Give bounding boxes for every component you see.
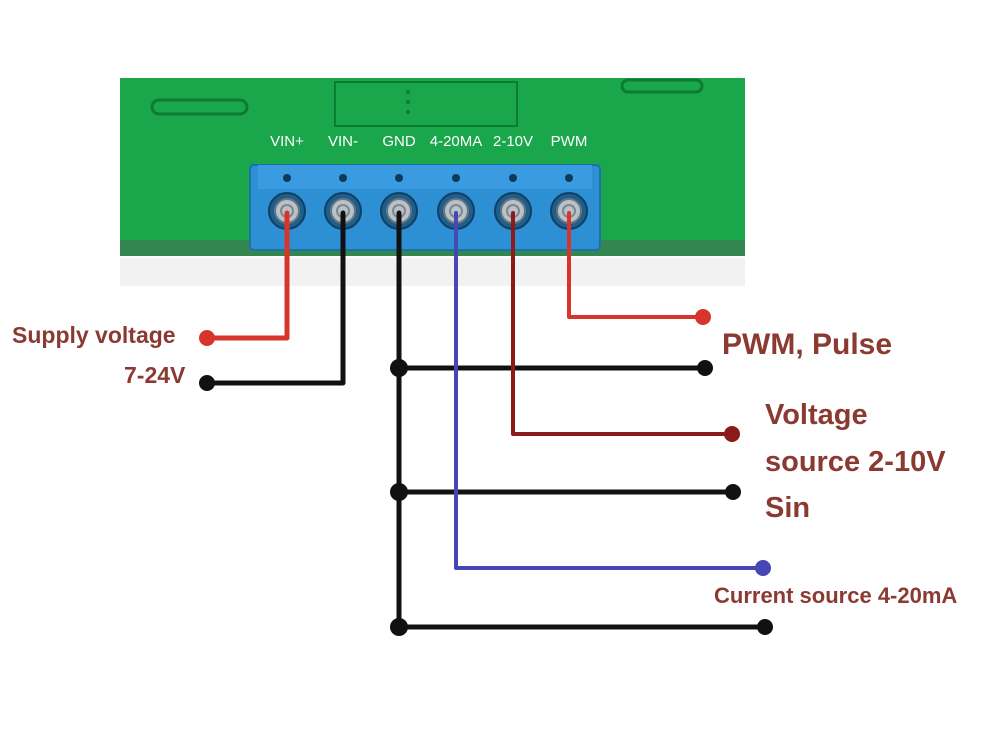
dot-pwm-signal xyxy=(695,309,711,325)
label-supply-voltage: Supply voltage xyxy=(12,322,176,348)
connection-dots xyxy=(199,309,773,636)
dot-current-gnd xyxy=(757,619,773,635)
terminal-label: 2-10V xyxy=(493,133,533,150)
terminal-wire-hole xyxy=(395,174,403,182)
terminal-wire-hole xyxy=(283,174,291,182)
label-supply-range: 7-24V xyxy=(124,362,186,388)
dot-supply-plus xyxy=(199,330,215,346)
terminal-wire-hole xyxy=(565,174,573,182)
board-via xyxy=(406,100,410,104)
dot-pwm-gnd xyxy=(697,360,713,376)
dot-supply-minus xyxy=(199,375,215,391)
chip-outline xyxy=(334,81,518,127)
wire-vin-plus xyxy=(204,210,290,341)
wire-pwm xyxy=(567,211,705,319)
junction-gnd-2 xyxy=(390,483,408,501)
board-slot-right xyxy=(620,78,704,94)
terminal-wire-hole xyxy=(339,174,347,182)
terminal-wire-hole xyxy=(509,174,517,182)
junction-gnd-3 xyxy=(390,618,408,636)
terminal-label: GND xyxy=(382,133,416,150)
terminal-label: VIN+ xyxy=(270,133,304,150)
terminal-wire-hole xyxy=(452,174,460,182)
wires xyxy=(204,210,768,630)
junction-gnd-1 xyxy=(390,359,408,377)
pcb-white-strip xyxy=(120,258,745,286)
label-voltage-line1: Voltage xyxy=(765,399,868,431)
wire-voltage xyxy=(511,211,734,436)
terminal-label: 4-20MA xyxy=(430,133,483,150)
dot-voltage-signal xyxy=(724,426,740,442)
dot-current-signal xyxy=(755,560,771,576)
board-via xyxy=(406,90,410,94)
wire-current xyxy=(454,211,765,570)
label-current: Current source 4-20mA xyxy=(714,583,958,608)
label-voltage-line3: Sin xyxy=(765,492,811,524)
label-voltage-line2: source 2-10V xyxy=(765,446,946,478)
label-pwm: PWM, Pulse xyxy=(722,328,893,361)
terminal-label: PWM xyxy=(551,133,588,150)
terminal-label: VIN- xyxy=(328,133,358,150)
dot-voltage-gnd xyxy=(725,484,741,500)
wire-vin-minus xyxy=(204,210,346,386)
board-via xyxy=(406,110,410,114)
board-slot xyxy=(150,98,249,116)
terminal-block-top xyxy=(258,165,592,189)
